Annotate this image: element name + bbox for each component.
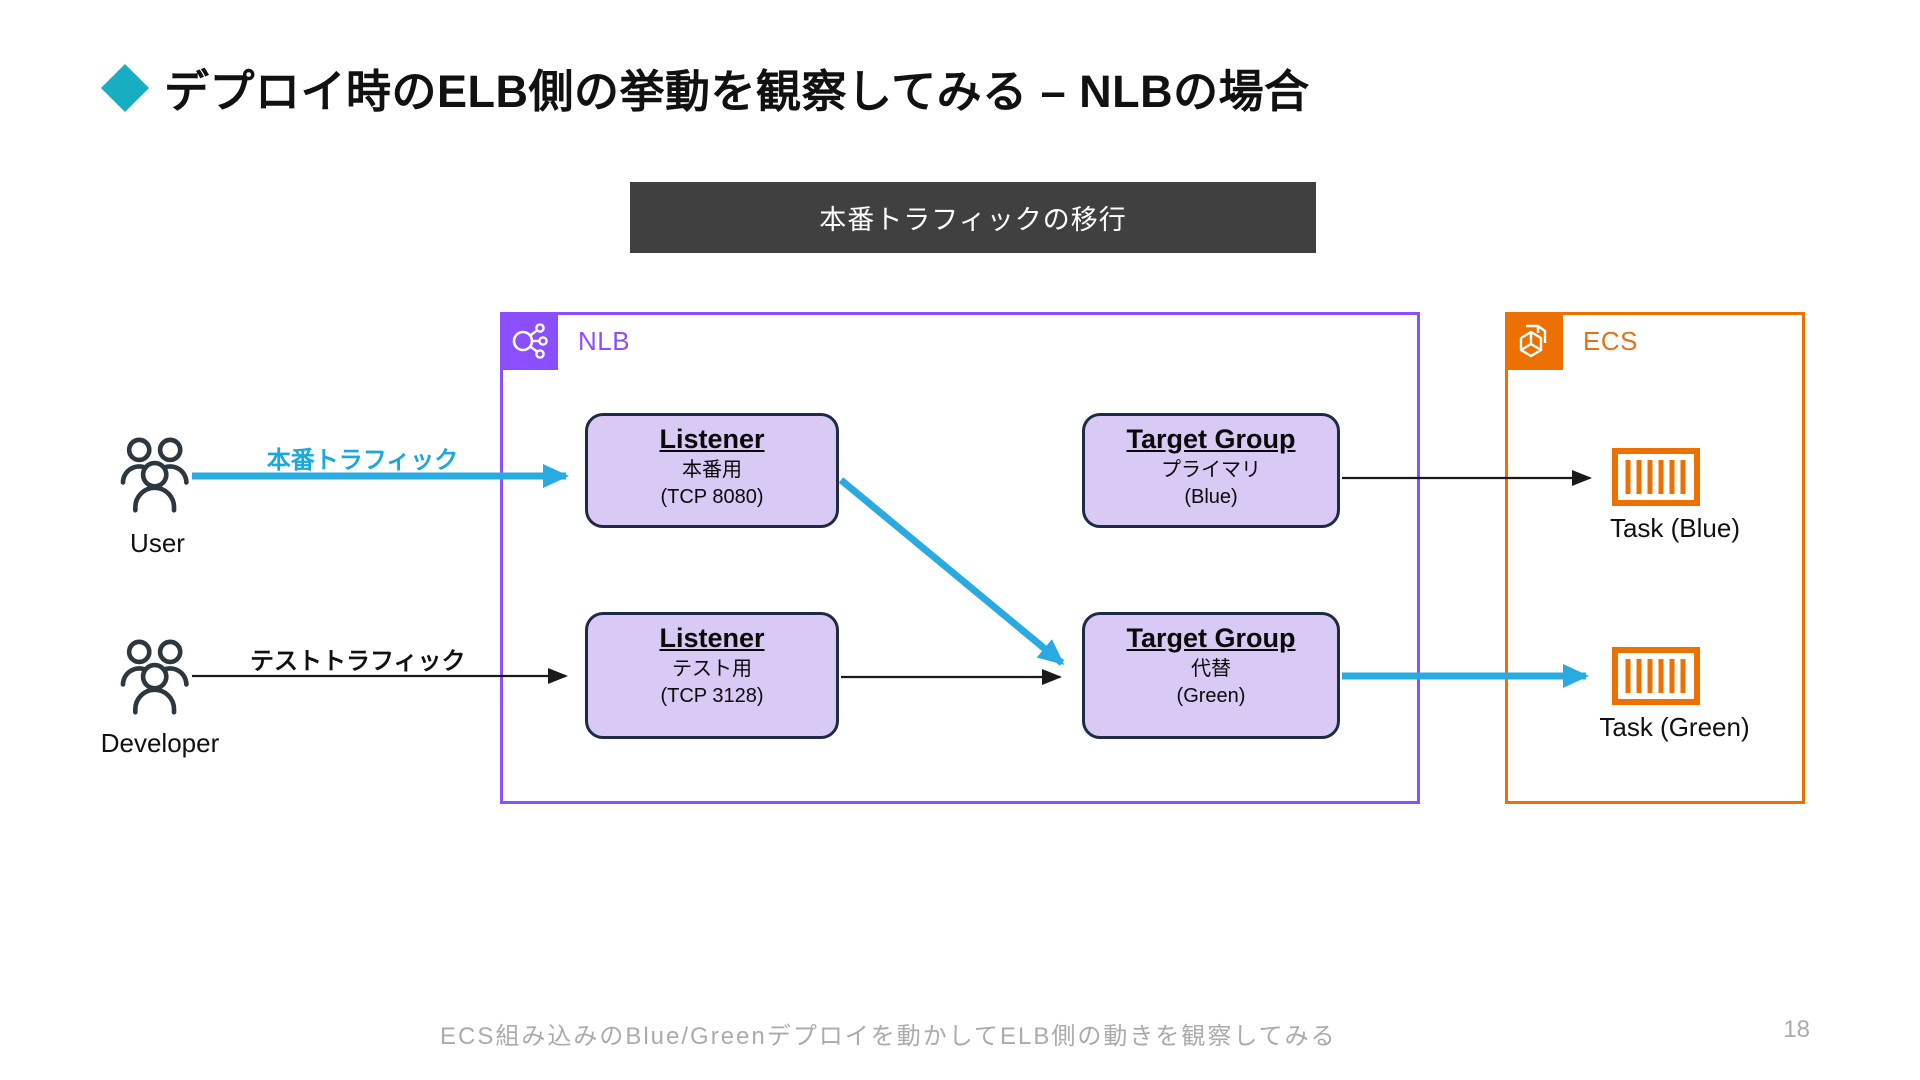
listener-production-use: 本番用 xyxy=(682,458,742,481)
target-group-blue-node: Target Group プライマリ (Blue) xyxy=(1082,413,1340,528)
listener-test-node: Listener テスト用 (TCP 3128) xyxy=(585,612,839,739)
ecs-service-icon xyxy=(1505,312,1563,370)
phase-header-box: 本番トラフィックの移行 xyxy=(630,182,1316,253)
listener-test-use: テスト用 xyxy=(672,657,752,680)
developer-label: Developer xyxy=(100,728,220,758)
phase-header-label: 本番トラフィックの移行 xyxy=(819,205,1127,235)
page-number: 18 xyxy=(1783,1016,1810,1043)
production-traffic-label: 本番トラフィック xyxy=(266,447,459,474)
listener-production-node: Listener 本番用 (TCP 8080) xyxy=(585,413,839,528)
test-traffic-label: テストトラフィック xyxy=(250,648,466,675)
target-group-blue-title: Target Group xyxy=(1126,424,1296,454)
ecs-group-label: ECS xyxy=(1583,326,1638,356)
target-group-green-role: 代替 xyxy=(1191,657,1231,680)
diamond-bullet-icon xyxy=(100,63,150,112)
task-green-label: Task (Green) xyxy=(1599,712,1750,742)
footer-note: ECS組み込みのBlue/Greenデプロイを動かしてELB側の動きを観察してみ… xyxy=(440,1023,1337,1050)
target-group-green-color: (Green) xyxy=(1176,684,1246,707)
user-group-icon xyxy=(118,436,196,523)
developer-group-icon xyxy=(118,638,196,725)
target-group-blue-role: プライマリ xyxy=(1161,458,1261,481)
listener-test-title: Listener xyxy=(659,623,765,653)
listener-production-title: Listener xyxy=(659,424,765,454)
ecs-group-box xyxy=(1505,312,1805,804)
target-group-green-title: Target Group xyxy=(1126,623,1296,653)
listener-test-port: (TCP 3128) xyxy=(660,684,764,707)
task-green-container-icon xyxy=(1612,647,1700,710)
nlb-group-box xyxy=(500,312,1420,804)
nlb-group-label: NLB xyxy=(578,326,631,356)
page-title-text: デプロイ時のELB側の挙動を観察してみる – NLBの場合 xyxy=(164,66,1310,117)
target-group-green-node: Target Group 代替 (Green) xyxy=(1082,612,1340,739)
listener-production-port: (TCP 8080) xyxy=(660,485,764,508)
page-title: デプロイ時のELB側の挙動を観察してみる – NLBの場合 xyxy=(100,55,1310,120)
user-label: User xyxy=(130,528,185,558)
target-group-blue-color: (Blue) xyxy=(1184,485,1238,508)
task-blue-container-icon xyxy=(1612,448,1700,511)
nlb-load-balancer-icon xyxy=(500,312,558,370)
task-blue-label: Task (Blue) xyxy=(1609,513,1741,543)
